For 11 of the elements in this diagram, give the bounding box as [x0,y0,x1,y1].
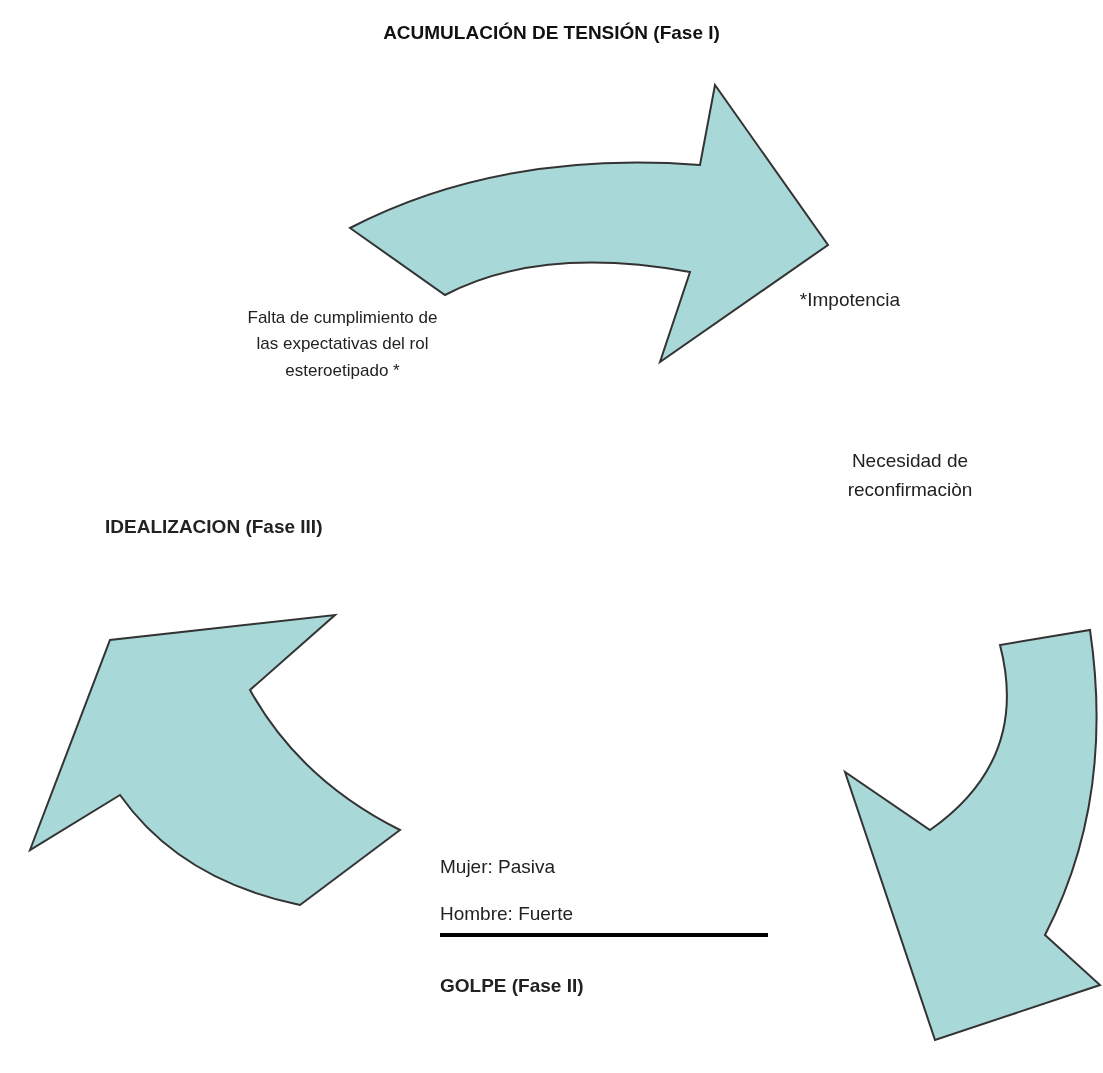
curved-block-arrow [844,629,1101,1041]
diagram-title: ACUMULACIÓN DE TENSIÓN (Fase I) [382,22,721,44]
node-text: Necesidad de reconfirmaciòn [846,449,974,503]
node-text: *Impotencia [798,288,902,312]
curved-block-arrow [349,84,829,363]
node-text: Mujer: Pasiva [440,855,557,879]
node-text: Falta de cumplimiento de las expectativas del rol esteroetipado * [246,307,439,382]
phase-heading: GOLPE (Fase II) [440,975,584,997]
node-text: Hombre: Fuerte [440,902,575,927]
phase-heading: IDEALIZACION (Fase III) [105,515,324,539]
curved-block-arrow [29,614,401,906]
